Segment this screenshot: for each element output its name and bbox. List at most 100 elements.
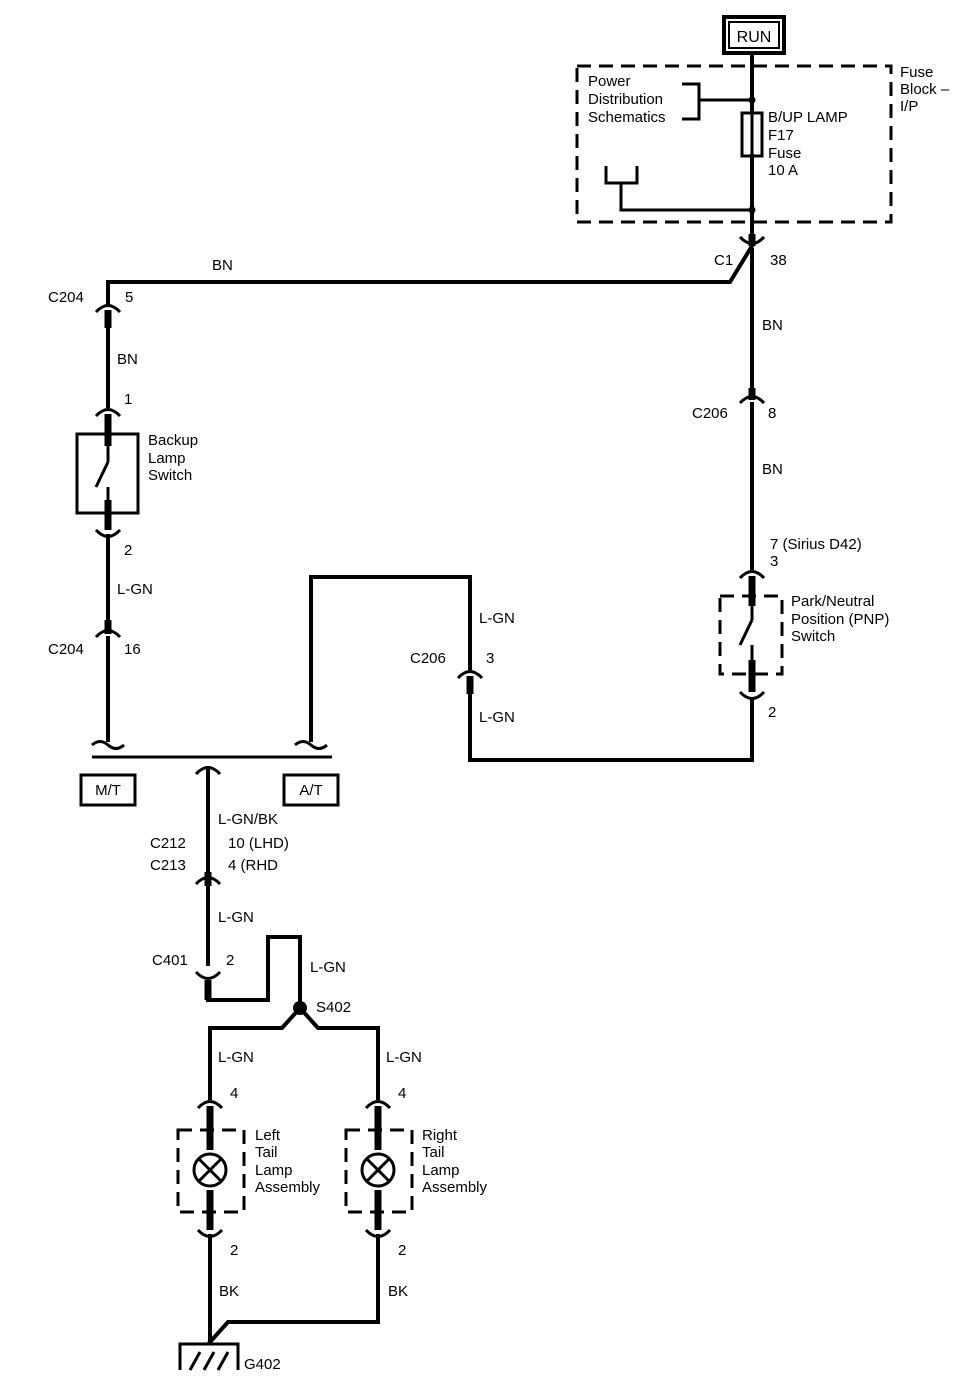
svg-text:C204: C204: [48, 641, 84, 658]
svg-text:Backup: Backup: [148, 432, 198, 449]
pnp-switch-pin-top: 7 (Sirius D42) 3: [738, 536, 862, 580]
power-distribution-bracket: [682, 82, 752, 121]
run-label: RUN: [737, 29, 772, 46]
svg-text:4: 4: [230, 1085, 238, 1102]
wire-bn-right1-label: BN: [762, 317, 783, 334]
right-tail-lamp: 4 Right Tail Lamp Assembly 2: [344, 1085, 488, 1259]
wire-bk-left-label: BK: [219, 1283, 239, 1300]
svg-text:Fuse: Fuse: [768, 145, 801, 162]
c206-mid-connector: C206 3: [410, 650, 494, 694]
c401-connector: C401 2: [152, 952, 234, 1000]
svg-text:C204: C204: [48, 289, 84, 306]
c206-top-connector: C206 8: [692, 388, 776, 422]
bn-top-wire: [106, 243, 755, 305]
svg-text:A/T: A/T: [299, 782, 322, 799]
svg-text:B/UP LAMP: B/UP LAMP: [768, 109, 848, 126]
bk-right-wire: [207, 1234, 380, 1345]
c212-c213-connector: C212 10 (LHD) C213 4 (RHD: [150, 835, 289, 886]
svg-text:Left: Left: [255, 1127, 281, 1144]
wire-lgn-left-label: L-GN: [117, 581, 153, 598]
lgn-right-lamp-wire: [297, 1005, 380, 1100]
svg-text:2: 2: [230, 1242, 238, 1259]
svg-text:Switch: Switch: [791, 628, 835, 645]
c204-top-connector: C204 5: [48, 289, 133, 328]
svg-text:C213: C213: [150, 857, 186, 874]
wire-lgn-s402-label: L-GN: [310, 959, 346, 976]
svg-text:16: 16: [124, 641, 141, 658]
wire-bk-right-label: BK: [388, 1283, 408, 1300]
svg-text:F17: F17: [768, 127, 794, 144]
fuse-block-label: Fuse Block – I/P: [900, 64, 950, 115]
pnp-switch-contact: [738, 619, 754, 646]
lgn-s402-wire: [206, 935, 302, 1010]
svg-text:1: 1: [124, 391, 132, 408]
svg-text:3: 3: [770, 553, 778, 570]
svg-text:Lamp: Lamp: [148, 450, 186, 467]
lgn-left-lamp-wire: [208, 1005, 303, 1100]
pnp-switch-pin-bottom: 2: [768, 704, 776, 721]
wire-lgn-c401-label: L-GN: [218, 909, 254, 926]
svg-text:I/P: I/P: [900, 98, 918, 115]
backup-lamp-switch: 1 Backup Lamp Switch 2: [75, 391, 198, 559]
svg-text:7 (Sirius D42): 7 (Sirius D42): [770, 536, 862, 553]
svg-text:Assembly: Assembly: [255, 1179, 321, 1196]
svg-text:Tail: Tail: [255, 1144, 278, 1161]
wire-lgn-left-lamp-label: L-GN: [218, 1049, 254, 1066]
wire-bn-top-label: BN: [212, 257, 233, 274]
lgn-at-wire: [309, 575, 472, 742]
svg-text:10 A: 10 A: [768, 162, 798, 179]
svg-text:C206: C206: [692, 405, 728, 422]
wire-lgn-right-lamp-label: L-GN: [386, 1049, 422, 1066]
svg-text:Right: Right: [422, 1127, 458, 1144]
svg-text:C1: C1: [714, 252, 733, 269]
svg-text:10 (LHD): 10 (LHD): [228, 835, 289, 852]
lgn-pnp-return-wire: [468, 690, 754, 762]
c204-bottom-connector: C204 16: [48, 620, 141, 658]
wire-lgn-mid2-label: L-GN: [479, 709, 515, 726]
svg-text:2: 2: [398, 1242, 406, 1259]
svg-text:Fuse: Fuse: [900, 64, 933, 81]
svg-text:Assembly: Assembly: [422, 1179, 488, 1196]
mt-option-box: M/T: [79, 773, 137, 807]
svg-text:Park/Neutral: Park/Neutral: [791, 593, 874, 610]
at-option-box: A/T: [282, 773, 340, 807]
wire-lgn-bk-label: L-GN/BK: [218, 811, 278, 828]
mt-option-break: [91, 740, 125, 750]
svg-text:2: 2: [226, 952, 234, 969]
power-distribution-label: Power Distribution Schematics: [588, 73, 666, 126]
at-option-break: [294, 740, 328, 750]
svg-text:C206: C206: [410, 650, 446, 667]
svg-text:G402: G402: [244, 1356, 281, 1373]
svg-text:8: 8: [768, 405, 776, 422]
bus-splice-dot: [748, 206, 756, 214]
svg-text:M/T: M/T: [95, 782, 121, 799]
svg-text:C212: C212: [150, 835, 186, 852]
svg-text:3: 3: [486, 650, 494, 667]
pnp-switch-label: Park/Neutral Position (PNP) Switch: [791, 593, 889, 645]
run-power-source: RUN: [722, 15, 786, 55]
wire-bn-right2-label: BN: [762, 461, 783, 478]
s402-label: S402: [316, 999, 351, 1016]
svg-text:C401: C401: [152, 952, 188, 969]
fuse-label: B/UP LAMP F17 Fuse 10 A: [768, 109, 848, 179]
fuse-block-bus-symbol: [604, 166, 752, 212]
svg-text:5: 5: [125, 289, 133, 306]
svg-text:Distribution: Distribution: [588, 91, 663, 108]
left-tail-lamp: 4 Left Tail Lamp Assembly 2: [176, 1085, 321, 1259]
svg-text:4 (RHD: 4 (RHD: [228, 857, 278, 874]
svg-text:Block –: Block –: [900, 81, 950, 98]
svg-text:Lamp: Lamp: [422, 1162, 460, 1179]
svg-text:2: 2: [124, 542, 132, 559]
svg-text:Lamp: Lamp: [255, 1162, 293, 1179]
svg-text:38: 38: [770, 252, 787, 269]
pnp-switch-pin-bottom-plug: [738, 690, 766, 700]
ground-g402: G402: [178, 1342, 281, 1373]
svg-text:4: 4: [398, 1085, 406, 1102]
svg-text:Power: Power: [588, 73, 631, 90]
svg-text:Schematics: Schematics: [588, 109, 666, 126]
wire-bn-left-label: BN: [117, 351, 138, 368]
svg-text:Position (PNP): Position (PNP): [791, 611, 889, 628]
c1-connector: C1 38: [714, 234, 787, 269]
svg-text:Tail: Tail: [422, 1144, 445, 1161]
